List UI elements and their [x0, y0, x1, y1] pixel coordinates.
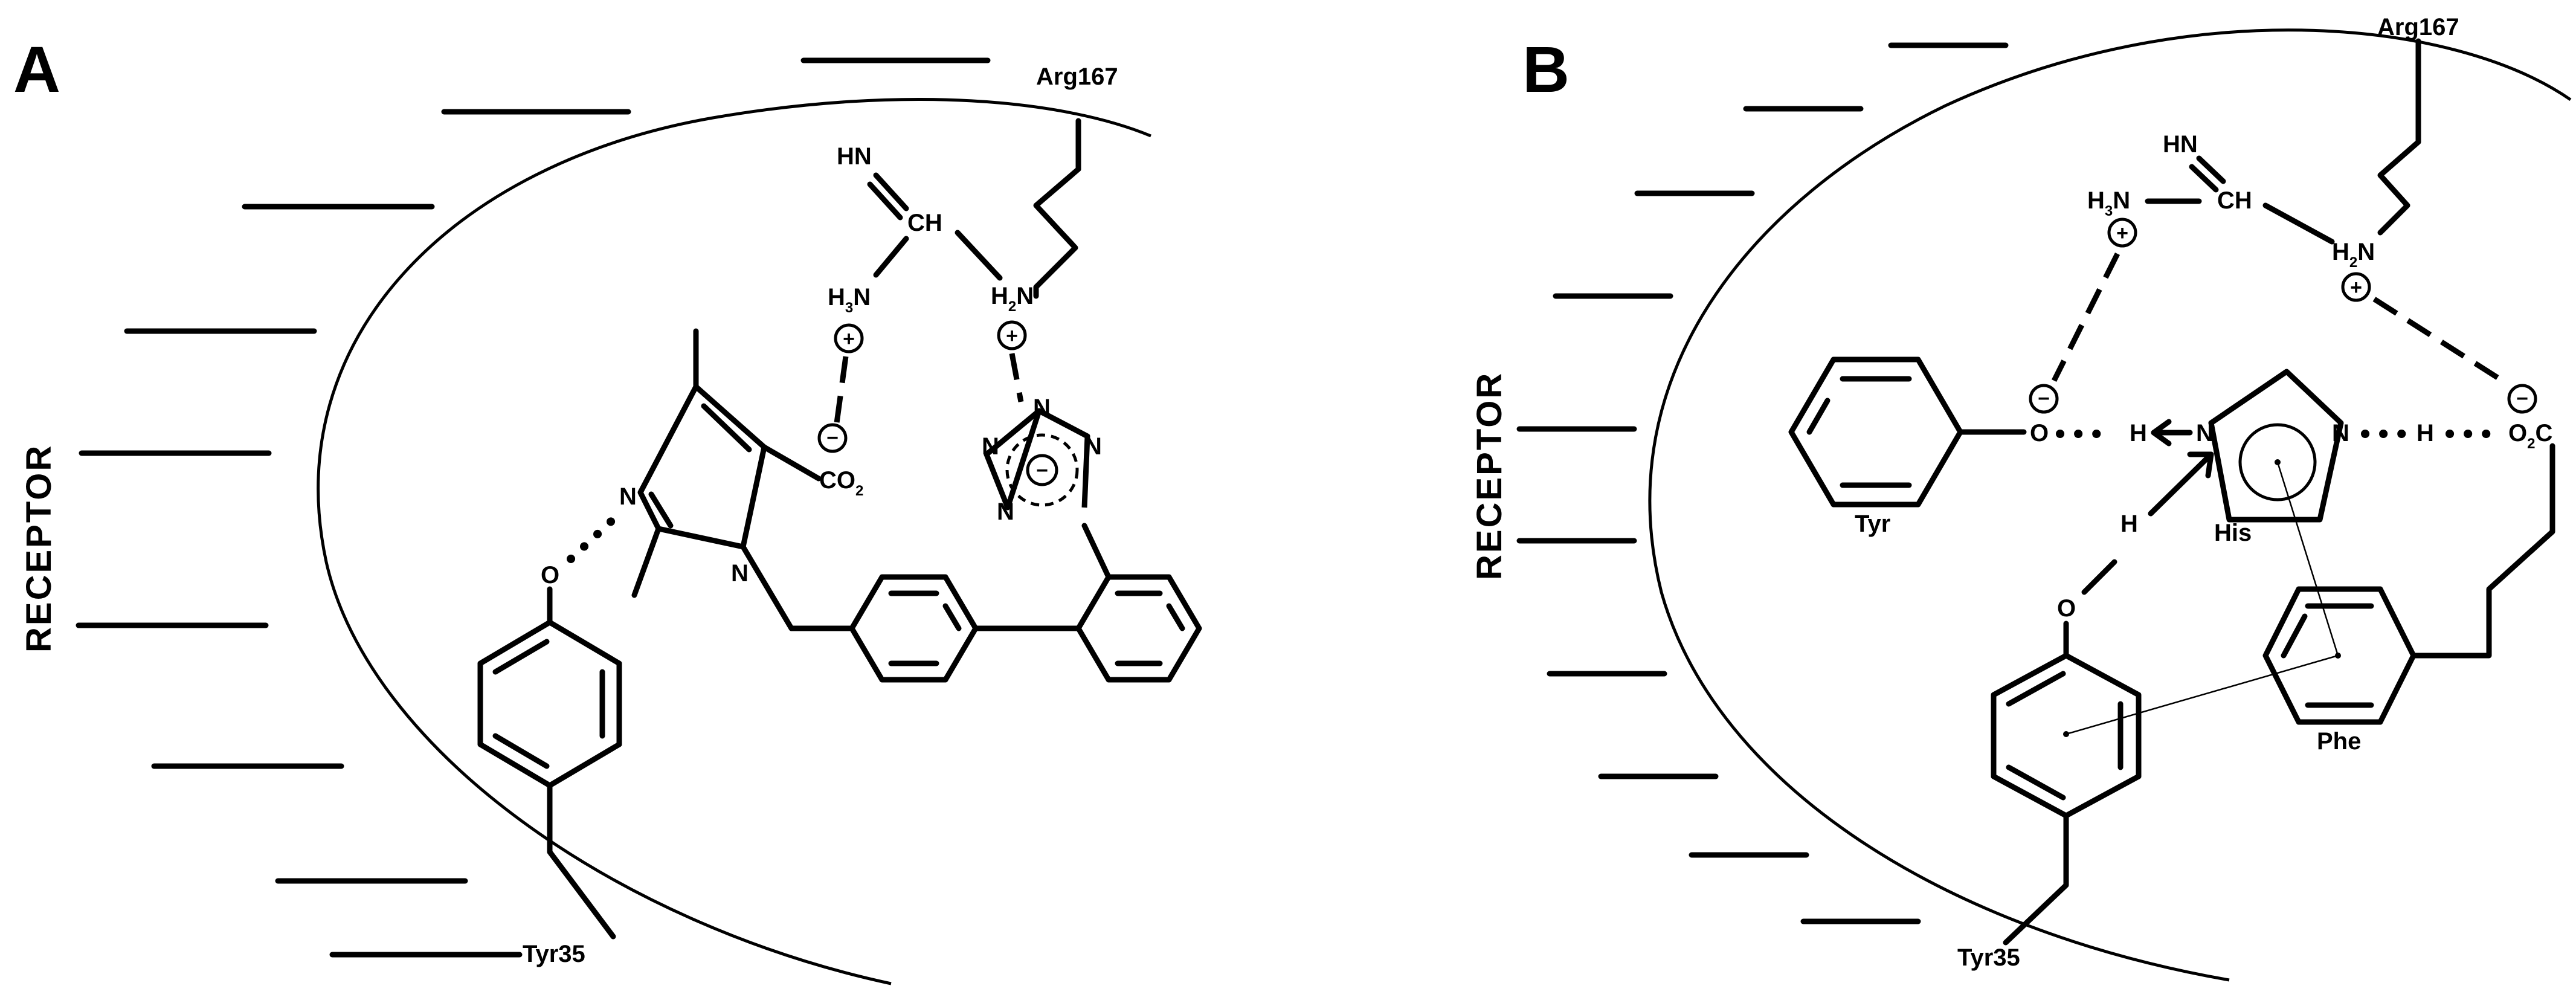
- panel-b-hn-label: HN: [2163, 131, 2198, 158]
- panel-a-arg167-label: Arg167: [1036, 63, 1118, 90]
- panel-b-tyr35-side-chain: [2003, 813, 2069, 946]
- panel-b-tyr35-oxygen-label: O: [2057, 595, 2076, 622]
- panel-a-tyr35-label: Tyr35: [523, 941, 585, 967]
- panel-a-tetrazole-n3-label: N: [982, 433, 999, 460]
- panel-a-h2n-label: H2N: [991, 283, 1034, 315]
- panel-b-phe-ring: [2262, 586, 2417, 725]
- panel-b-h3n-label: H3N: [2087, 187, 2130, 219]
- panel-a-receptor-label: RECEPTOR: [19, 444, 59, 653]
- panel-b-his-n3-label: N: [2332, 420, 2349, 447]
- panel-a-h3n-label: H3N: [828, 284, 871, 316]
- svg-text:+: +: [2116, 222, 2128, 245]
- panel-b-h-left-label: H: [2130, 420, 2147, 447]
- svg-text:+: +: [2350, 276, 2362, 299]
- panel-a-tyr-oxygen-label: O: [541, 562, 559, 588]
- panel-b-plus-charge-right: +: [2341, 272, 2371, 302]
- panel-b: B RECEPTOR Arg167 Tyr35 H2N HN CH H3N: [1470, 14, 2572, 982]
- panel-b-arg167-label: Arg167: [2377, 14, 2459, 40]
- panel-a-plus-charge-right: +: [997, 320, 1027, 350]
- panel-b-centroid-line-tyr-phe: [2066, 654, 2339, 735]
- panel-a-imidazole-ring: [631, 328, 822, 631]
- panel-a-letter: A: [13, 33, 60, 106]
- panel-a-tyr-side-chain: [547, 782, 616, 940]
- panel-b-his-n1-label: N: [2196, 420, 2214, 447]
- panel-a-receptor-pocket: [317, 97, 1151, 985]
- panel-b-h-lower-label: H: [2120, 511, 2138, 537]
- svg-text:+: +: [1006, 324, 1018, 347]
- panel-a-plus-charge-left: +: [834, 323, 864, 353]
- panel-b-o2c-label: O2C: [2508, 420, 2552, 452]
- panel-b-letter: B: [1522, 33, 1570, 106]
- panel-b-carboxylate-side-chain: [2410, 443, 2555, 659]
- panel-b-arg-side-chain: [2377, 38, 2421, 236]
- panel-a-imidazole-n3-label: N: [619, 483, 637, 510]
- panel-a-ch-label: CH: [907, 210, 942, 236]
- panel-b-tyr35-phenol-ring: [1991, 653, 2142, 819]
- panel-b-tyr-oxygen-label: O: [2030, 420, 2049, 447]
- svg-text:−: −: [2038, 387, 2050, 410]
- panel-b-his-label: His: [2214, 520, 2252, 546]
- panel-b-h2n-label: H2N: [2332, 239, 2375, 271]
- panel-b-centroid-line-phe-his: [2276, 462, 2339, 656]
- svg-text:−: −: [826, 427, 839, 450]
- panel-b-membrane-bars: [1516, 42, 2009, 924]
- panel-a-ionic-bond-tetrazole: [1009, 353, 1024, 402]
- svg-text:−: −: [2516, 387, 2528, 410]
- panel-a-tetrazole-n4-label: N: [997, 498, 1014, 525]
- panel-a-tyr-phenol-ring: [477, 619, 622, 788]
- panel-b-minus-charge-carboxylate: −: [2507, 384, 2537, 414]
- panel-a-tetrazole-ring: [984, 408, 1090, 511]
- panel-b-minus-charge-tyr: −: [2029, 384, 2059, 414]
- panel-a-ionic-bond-carboxylate: [834, 356, 849, 424]
- panel-a-hydrogen-bond: [567, 512, 620, 563]
- panel-b-tyr-phenol-ring: [1788, 356, 1963, 508]
- panel-a-minus-charge-carboxylate: −: [817, 423, 848, 453]
- panel-b-tyr-ring-label: Tyr: [1855, 511, 1890, 537]
- panel-b-arrow-to-his-lower: [2148, 451, 2214, 517]
- panel-a-tetrazole-n2-label: N: [1084, 433, 1102, 460]
- panel-b-ch-label: CH: [2217, 187, 2252, 214]
- panel-b-tyr35-label: Tyr35: [1957, 944, 2020, 971]
- panel-a-imidazole-n1-label: N: [731, 560, 749, 587]
- panel-b-receptor-label: RECEPTOR: [1470, 372, 1509, 580]
- panel-a-tetrazole-charge: −: [1036, 459, 1048, 482]
- panel-a-membrane-bars: [76, 57, 991, 958]
- panel-b-receptor-pocket: [1648, 28, 2572, 982]
- panel-b-phe-label: Phe: [2317, 728, 2361, 755]
- panel-a-tetrazole-n1-label: N: [1033, 395, 1051, 421]
- panel-b-ionic-bond-carboxylate: [2372, 297, 2509, 386]
- panel-b-his-imidazole-ring: [2208, 369, 2344, 523]
- panel-a: A RECEPTOR Arg167 Tyr35 H2N HN CH H3N: [13, 33, 1202, 985]
- panel-a-co2-label: CO2: [819, 467, 863, 499]
- panel-b-ionic-bond-tyr: [2051, 252, 2120, 382]
- svg-text:+: +: [843, 327, 855, 350]
- panel-a-hn-label: HN: [837, 143, 872, 170]
- panel-a-biphenyl-ring-2: [1075, 574, 1202, 683]
- panel-a-arg-side-chain: [1033, 118, 1081, 299]
- panel-b-h-right-label: H: [2417, 420, 2434, 447]
- panel-b-plus-charge-left: +: [2107, 218, 2137, 248]
- panel-a-biphenyl-ring-1: [849, 574, 979, 683]
